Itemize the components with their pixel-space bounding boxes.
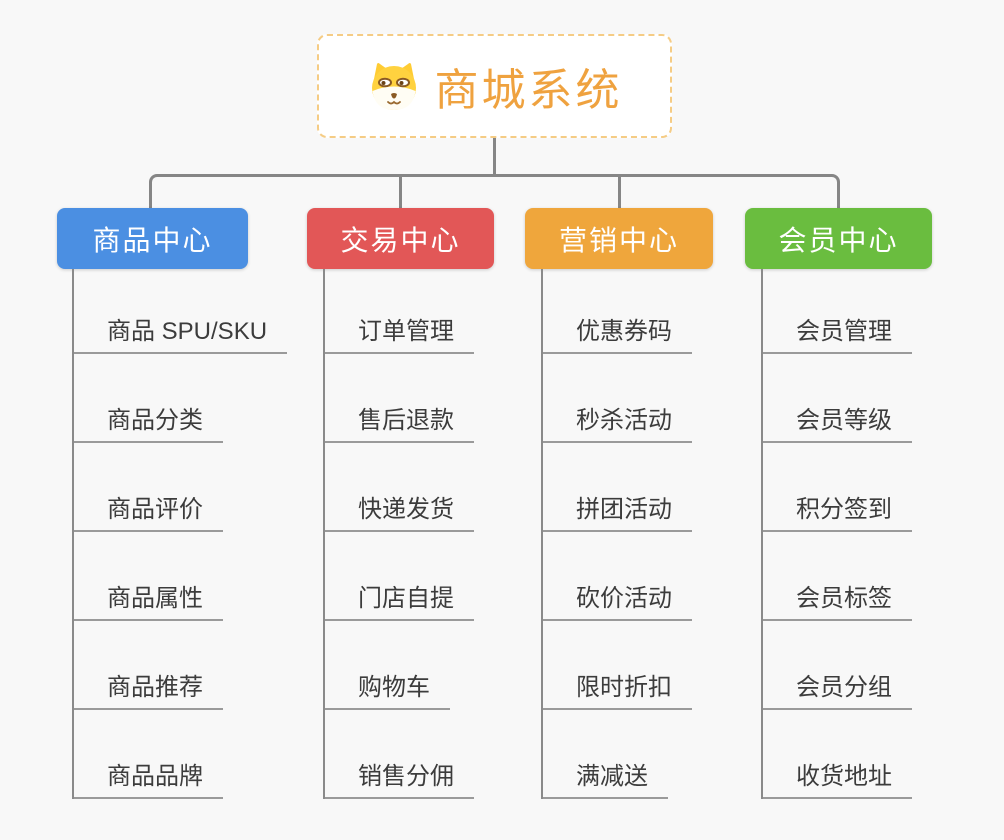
child-row: 快递发货 — [323, 443, 573, 532]
branch-node-product-center[interactable]: 商品中心 — [57, 208, 248, 269]
child-node-member-center-0[interactable]: 会员管理 — [761, 317, 912, 354]
root-node-label: 商城系统 — [434, 66, 623, 115]
branch-drop-connector — [618, 177, 621, 208]
children-column-product-center: 商品 SPU/SKU 商品分类商品评价商品属性商品推荐商品品牌 — [72, 265, 322, 799]
child-node-trade-center-0[interactable]: 订单管理 — [323, 317, 474, 354]
child-node-product-center-3[interactable]: 商品属性 — [72, 584, 223, 621]
child-node-member-center-2[interactable]: 积分签到 — [761, 495, 912, 532]
child-node-member-center-5[interactable]: 收货地址 — [761, 762, 912, 799]
dog-face-icon — [367, 61, 421, 111]
children-column-member-center: 会员管理会员等级积分签到会员标签会员分组收货地址 — [761, 265, 1004, 799]
child-row: 商品评价 — [72, 443, 322, 532]
child-node-product-center-5[interactable]: 商品品牌 — [72, 762, 223, 799]
branch-bus-connector — [149, 174, 840, 208]
branch-drop-connector — [399, 177, 402, 208]
child-row: 满减送 — [541, 710, 791, 799]
child-node-marketing-center-4[interactable]: 限时折扣 — [541, 673, 692, 710]
branch-node-trade-center[interactable]: 交易中心 — [307, 208, 494, 269]
child-node-product-center-4[interactable]: 商品推荐 — [72, 673, 223, 710]
child-node-member-center-1[interactable]: 会员等级 — [761, 406, 912, 443]
child-row: 会员管理 — [761, 265, 1004, 354]
child-row: 积分签到 — [761, 443, 1004, 532]
child-node-marketing-center-2[interactable]: 拼团活动 — [541, 495, 692, 532]
child-row: 收货地址 — [761, 710, 1004, 799]
child-row: 商品推荐 — [72, 621, 322, 710]
child-row: 会员分组 — [761, 621, 1004, 710]
child-node-product-center-1[interactable]: 商品分类 — [72, 406, 223, 443]
branch-node-member-center[interactable]: 会员中心 — [745, 208, 932, 269]
child-row: 限时折扣 — [541, 621, 791, 710]
child-row: 订单管理 — [323, 265, 573, 354]
child-row: 商品品牌 — [72, 710, 322, 799]
child-trunk-connector — [761, 269, 763, 799]
root-node-mall-system[interactable]: 商城系统 — [317, 34, 672, 138]
child-node-trade-center-4[interactable]: 购物车 — [323, 673, 450, 710]
child-node-marketing-center-5[interactable]: 满减送 — [541, 762, 668, 799]
child-row: 会员等级 — [761, 354, 1004, 443]
child-trunk-connector — [323, 269, 325, 799]
child-row: 售后退款 — [323, 354, 573, 443]
child-row: 商品分类 — [72, 354, 322, 443]
child-trunk-connector — [541, 269, 543, 799]
child-node-marketing-center-0[interactable]: 优惠券码 — [541, 317, 692, 354]
children-column-marketing-center: 优惠券码秒杀活动拼团活动砍价活动限时折扣满减送 — [541, 265, 791, 799]
child-node-marketing-center-1[interactable]: 秒杀活动 — [541, 406, 692, 443]
child-node-trade-center-2[interactable]: 快递发货 — [323, 495, 474, 532]
child-trunk-connector — [72, 269, 74, 799]
child-row: 购物车 — [323, 621, 573, 710]
child-row: 商品 SPU/SKU — [72, 265, 322, 354]
root-stem-connector — [493, 136, 496, 174]
child-row: 拼团活动 — [541, 443, 791, 532]
child-row: 砍价活动 — [541, 532, 791, 621]
child-node-trade-center-5[interactable]: 销售分佣 — [323, 762, 474, 799]
child-row: 销售分佣 — [323, 710, 573, 799]
child-node-member-center-3[interactable]: 会员标签 — [761, 584, 912, 621]
child-node-marketing-center-3[interactable]: 砍价活动 — [541, 584, 692, 621]
child-row: 会员标签 — [761, 532, 1004, 621]
child-row: 门店自提 — [323, 532, 573, 621]
branch-node-marketing-center[interactable]: 营销中心 — [525, 208, 713, 269]
child-node-product-center-2[interactable]: 商品评价 — [72, 495, 223, 532]
children-column-trade-center: 订单管理售后退款快递发货门店自提购物车销售分佣 — [323, 265, 573, 799]
child-row: 商品属性 — [72, 532, 322, 621]
child-row: 优惠券码 — [541, 265, 791, 354]
child-node-member-center-4[interactable]: 会员分组 — [761, 673, 912, 710]
child-node-product-center-0[interactable]: 商品 SPU/SKU — [72, 317, 288, 354]
child-node-trade-center-1[interactable]: 售后退款 — [323, 406, 474, 443]
child-node-trade-center-3[interactable]: 门店自提 — [323, 584, 474, 621]
child-row: 秒杀活动 — [541, 354, 791, 443]
